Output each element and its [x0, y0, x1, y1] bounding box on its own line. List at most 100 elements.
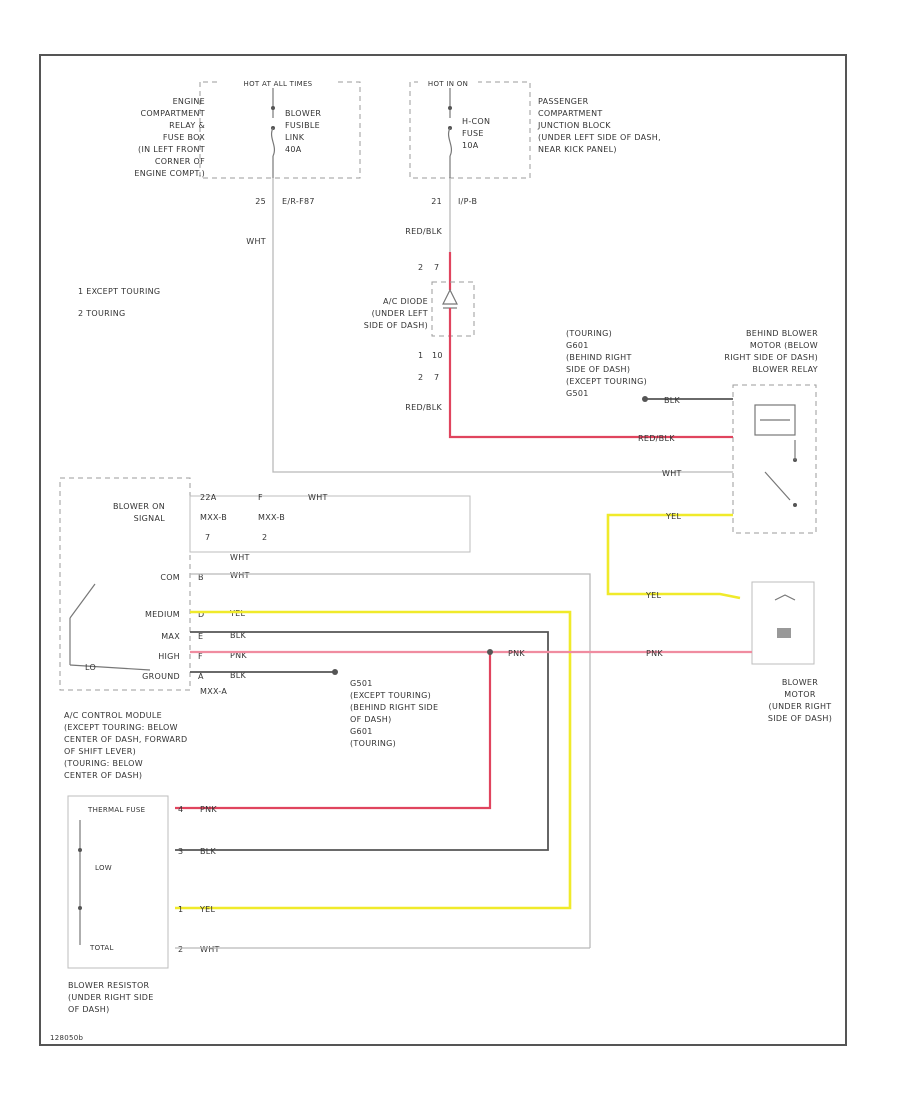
svg-text:G601: G601	[566, 341, 589, 350]
blower-resistor-label: BLOWER RESISTOR (UNDER RIGHT SIDE OF DAS…	[68, 981, 154, 1014]
svg-text:LOW: LOW	[95, 864, 112, 872]
svg-text:RELAY &: RELAY &	[169, 121, 205, 130]
svg-text:ENGINE COMPT.): ENGINE COMPT.)	[134, 169, 205, 178]
switch-row-medium: MEDIUM	[145, 610, 180, 619]
svg-text:(EXCEPT TOURING): (EXCEPT TOURING)	[566, 377, 647, 386]
svg-text:BLK: BLK	[230, 671, 247, 680]
svg-text:(EXCEPT TOURING): (EXCEPT TOURING)	[350, 691, 431, 700]
junction-block-pin: 21	[431, 197, 442, 206]
ac-diode: 2 7 A/C DIODE (UNDER LEFT SIDE OF DASH) …	[364, 263, 475, 412]
svg-text:MXX-B: MXX-B	[200, 513, 227, 522]
svg-text:F: F	[198, 652, 203, 661]
svg-text:BEHIND BLOWER: BEHIND BLOWER	[746, 329, 818, 338]
fuse-box-header: HOT AT ALL TIMES	[244, 80, 313, 88]
wht-module-wire	[190, 573, 591, 948]
svg-text:PASSENGER: PASSENGER	[538, 97, 589, 106]
svg-text:(UNDER RIGHT SIDE: (UNDER RIGHT SIDE	[68, 993, 154, 1002]
svg-text:2: 2	[418, 373, 423, 382]
svg-text:OF DASH): OF DASH)	[68, 1005, 110, 1014]
svg-text:10A: 10A	[462, 141, 479, 150]
junction-block-connector: I/P-B	[458, 197, 477, 206]
switch-rows: COM MEDIUM MAX HIGH GROUND B D E F A WHT…	[142, 553, 249, 681]
svg-text:(UNDER LEFT: (UNDER LEFT	[372, 309, 428, 318]
fuse-box-wire: WHT	[246, 237, 266, 246]
svg-text:MOTOR (BELOW: MOTOR (BELOW	[750, 341, 818, 350]
svg-text:G601: G601	[350, 727, 373, 736]
svg-text:TOTAL: TOTAL	[89, 944, 114, 952]
svg-text:E: E	[198, 632, 203, 641]
svg-text:(BEHIND RIGHT SIDE: (BEHIND RIGHT SIDE	[350, 703, 438, 712]
yel-medium-wire	[175, 610, 572, 910]
red-blk-wire-lower	[448, 340, 720, 439]
svg-text:(TOURING: BELOW: (TOURING: BELOW	[64, 759, 143, 768]
diagram-footer-id: 128050b	[50, 1034, 84, 1042]
svg-text:40A: 40A	[285, 145, 302, 154]
svg-text:(UNDER LEFT SIDE OF DASH,: (UNDER LEFT SIDE OF DASH,	[538, 133, 661, 142]
switch-row-max: MAX	[161, 632, 180, 641]
svg-text:FUSE: FUSE	[462, 129, 484, 138]
svg-text:CENTER OF DASH, FORWARD: CENTER OF DASH, FORWARD	[64, 735, 187, 744]
svg-text:BLK: BLK	[230, 631, 247, 640]
blower-resistor: THERMAL FUSE LOW TOTAL	[67, 795, 169, 969]
svg-text:10: 10	[432, 351, 443, 360]
svg-text:WHT: WHT	[308, 493, 328, 502]
svg-text:7: 7	[434, 373, 439, 382]
svg-text:B: B	[198, 573, 204, 582]
blk-max-wire	[175, 631, 549, 851]
svg-text:A: A	[198, 672, 204, 681]
svg-text:3: 3	[178, 847, 183, 856]
motor-pnk-label: PNK	[646, 649, 663, 658]
svg-text:COMPARTMENT: COMPARTMENT	[140, 109, 205, 118]
svg-text:BLOWER ON: BLOWER ON	[113, 502, 165, 511]
svg-text:(BEHIND RIGHT: (BEHIND RIGHT	[566, 353, 632, 362]
footnotes: 1 EXCEPT TOURING 2 TOURING	[78, 287, 160, 318]
svg-text:YEL: YEL	[229, 609, 246, 618]
svg-text:2: 2	[418, 263, 423, 272]
ac-diode-wire-out: RED/BLK	[405, 403, 442, 412]
svg-text:THERMAL FUSE: THERMAL FUSE	[87, 806, 145, 814]
blower-relay: BEHIND BLOWER MOTOR (BELOW RIGHT SIDE OF…	[724, 329, 818, 534]
svg-text:FUSE BOX: FUSE BOX	[163, 133, 205, 142]
module-ground-note: G501 (EXCEPT TOURING) (BEHIND RIGHT SIDE…	[350, 679, 438, 748]
svg-text:OF DASH): OF DASH)	[350, 715, 392, 724]
svg-text:BLOWER RELAY: BLOWER RELAY	[752, 365, 818, 374]
svg-text:MXX-B: MXX-B	[258, 513, 285, 522]
svg-text:YEL: YEL	[199, 905, 216, 914]
pnk-resistor-wire	[175, 652, 492, 810]
svg-text:1: 1	[178, 905, 183, 914]
svg-text:JUNCTION BLOCK: JUNCTION BLOCK	[537, 121, 611, 130]
svg-text:PNK: PNK	[200, 805, 217, 814]
svg-text:A/C CONTROL MODULE: A/C CONTROL MODULE	[64, 711, 162, 720]
svg-text:1: 1	[418, 351, 423, 360]
g501-ground-dot	[332, 669, 338, 675]
h-con-fuse: H-CON FUSE 10A	[447, 88, 490, 178]
svg-text:1 EXCEPT TOURING: 1 EXCEPT TOURING	[78, 287, 160, 296]
svg-text:7: 7	[205, 533, 210, 542]
ac-control-module-label: A/C CONTROL MODULE (EXCEPT TOURING: BELO…	[64, 711, 187, 780]
svg-text:H-CON: H-CON	[462, 117, 490, 126]
svg-text:CORNER OF: CORNER OF	[155, 157, 205, 166]
svg-text:WHT: WHT	[200, 945, 220, 954]
junction-block: HOT IN ON H-CON FUSE 10A PASSENGER COMPA…	[405, 76, 661, 236]
svg-text:SIDE OF DASH): SIDE OF DASH)	[364, 321, 428, 330]
svg-text:22A: 22A	[200, 493, 217, 502]
junction-block-header: HOT IN ON	[428, 80, 468, 88]
svg-text:LINK: LINK	[285, 133, 305, 142]
svg-text:MOTOR: MOTOR	[784, 690, 816, 699]
svg-text:F: F	[258, 493, 263, 502]
svg-text:A/C DIODE: A/C DIODE	[383, 297, 428, 306]
wht-feed-wire	[272, 178, 720, 473]
relay-motor-yel-wire	[606, 513, 741, 600]
ac-control-module: BLOWER ON SIGNAL 22A F WHT MXX-B MXX-B 7…	[59, 477, 471, 696]
svg-text:(TOURING): (TOURING)	[566, 329, 612, 338]
svg-text:(EXCEPT TOURING: BELOW: (EXCEPT TOURING: BELOW	[64, 723, 178, 732]
junction-block-wire: RED/BLK	[405, 227, 442, 236]
fuse-box-location: ENGINE COMPARTMENT RELAY & FUSE BOX (IN …	[134, 97, 205, 178]
svg-text:NEAR KICK PANEL): NEAR KICK PANEL)	[538, 145, 617, 154]
svg-text:OF SHIFT LEVER): OF SHIFT LEVER)	[64, 747, 136, 756]
svg-text:BLOWER RESISTOR: BLOWER RESISTOR	[68, 981, 150, 990]
fuse-box-connector: E/R-F87	[282, 197, 315, 206]
switch-row-com: COM	[160, 573, 180, 582]
